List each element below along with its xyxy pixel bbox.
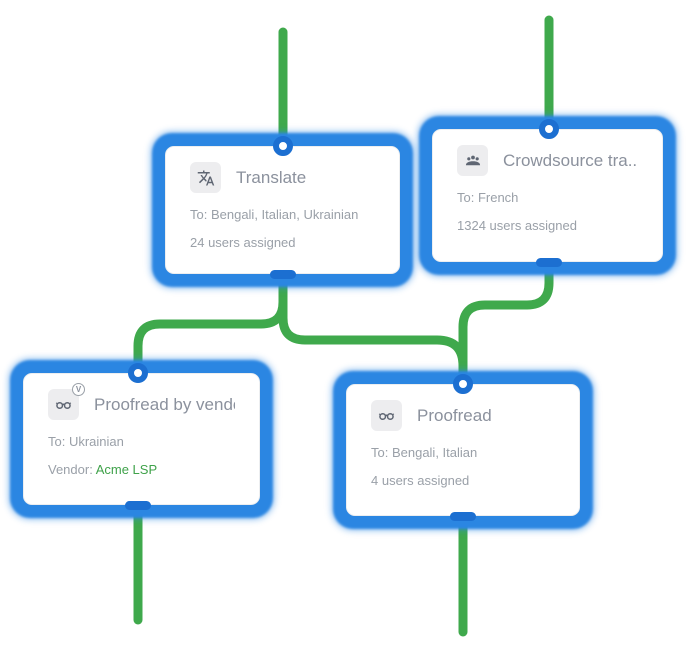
output-port[interactable] bbox=[536, 258, 562, 267]
translate-icon bbox=[190, 162, 221, 193]
connector-translate-to-proofread bbox=[278, 269, 468, 389]
node-proofread-by-vendor[interactable]: V Proofread by vendor To: Ukrainian Vend… bbox=[10, 360, 273, 518]
node-translate[interactable]: Translate To: Bengali, Italian, Ukrainia… bbox=[152, 133, 413, 287]
input-port[interactable] bbox=[453, 374, 473, 394]
input-port[interactable] bbox=[273, 136, 293, 156]
glasses-vendor-icon: V bbox=[48, 383, 85, 420]
output-port[interactable] bbox=[450, 512, 476, 521]
node-languages: To: Bengali, Italian, Ukrainian bbox=[190, 207, 359, 222]
vendor-link[interactable]: Acme LSP bbox=[95, 462, 158, 477]
node-title: Proofread bbox=[417, 405, 492, 425]
connector-translate-to-proofread-by-vendor bbox=[133, 269, 288, 378]
node-users: 4 users assigned bbox=[371, 473, 470, 488]
glasses-icon bbox=[371, 400, 402, 431]
node-proofread[interactable]: Proofread To: Bengali, Italian 4 users a… bbox=[333, 371, 593, 529]
node-card[interactable]: Translate To: Bengali, Italian, Ukrainia… bbox=[165, 146, 400, 274]
node-title: Proofread by vendor bbox=[94, 394, 235, 414]
output-port[interactable] bbox=[270, 270, 296, 279]
node-users: 1324 users assigned bbox=[457, 218, 577, 233]
node-languages: To: French bbox=[457, 190, 519, 205]
node-card[interactable]: V Proofread by vendor To: Ukrainian Vend… bbox=[23, 373, 260, 505]
vendor-badge: V bbox=[72, 383, 85, 396]
node-languages: To: Ukrainian bbox=[48, 434, 124, 449]
node-card[interactable]: Crowdsource tra... To: French 1324 users… bbox=[432, 129, 663, 262]
node-title: Crowdsource tra... bbox=[503, 150, 638, 170]
node-languages: To: Bengali, Italian bbox=[371, 445, 478, 460]
connector-crowdsource-to-proofread bbox=[458, 257, 554, 389]
node-title: Translate bbox=[236, 167, 307, 187]
node-vendor: Vendor: Acme LSP bbox=[48, 462, 158, 477]
input-port[interactable] bbox=[539, 119, 559, 139]
node-card[interactable]: Proofread To: Bengali, Italian 4 users a… bbox=[346, 384, 580, 516]
crowd-icon bbox=[457, 145, 488, 176]
input-port[interactable] bbox=[128, 363, 148, 383]
node-crowdsource-translate[interactable]: Crowdsource tra... To: French 1324 users… bbox=[419, 116, 676, 275]
node-users: 24 users assigned bbox=[190, 235, 296, 250]
output-port[interactable] bbox=[125, 501, 151, 510]
